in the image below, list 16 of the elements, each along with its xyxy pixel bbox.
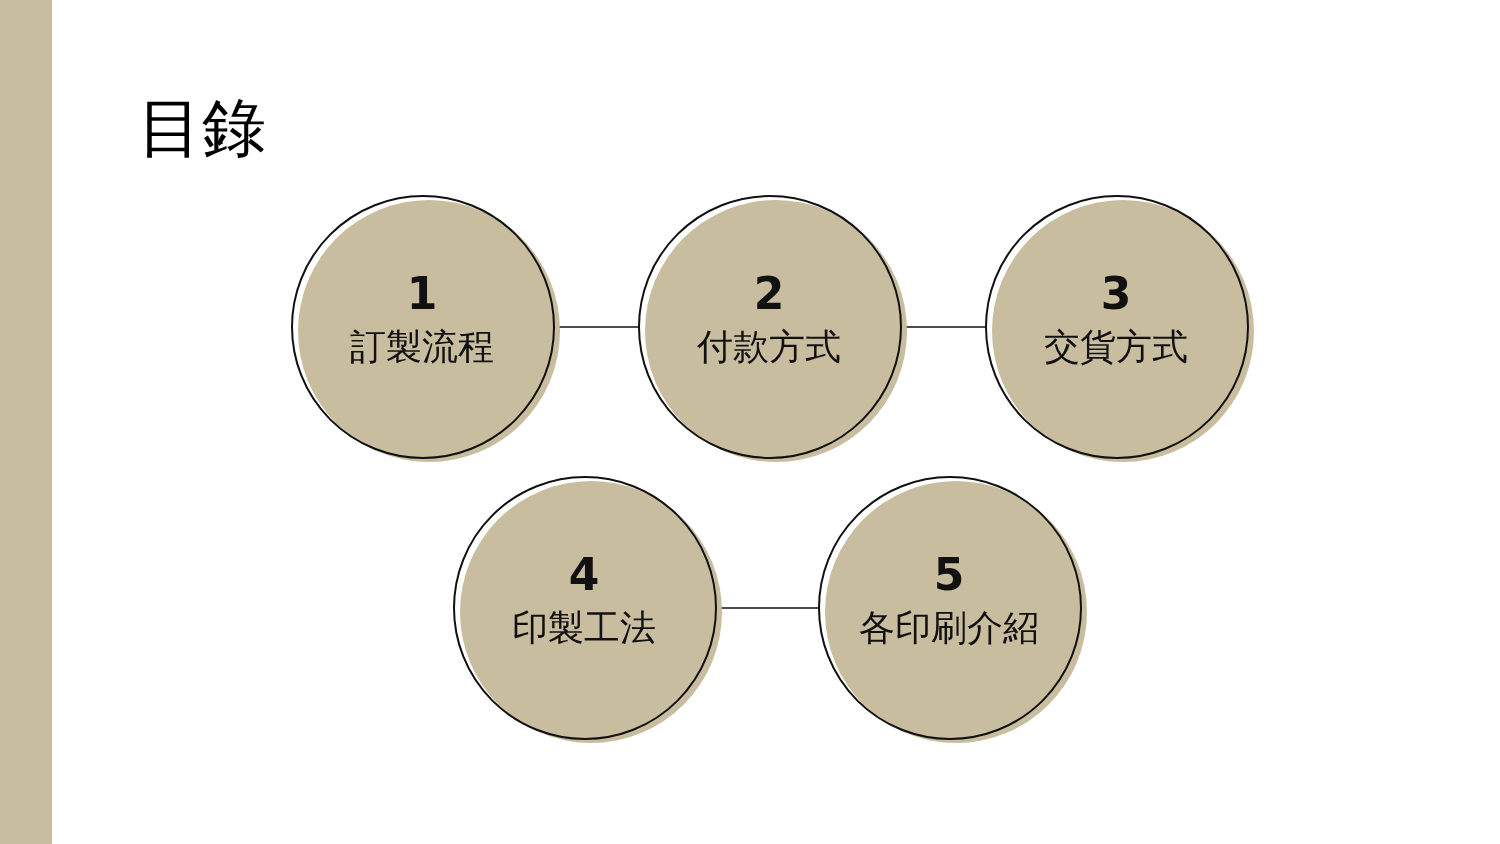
topic-circle: [291, 195, 561, 465]
page-title: 目錄: [138, 90, 266, 167]
topic-circle: [985, 195, 1255, 465]
topic-label: 付款方式: [696, 325, 842, 369]
topic-label: 各印刷介紹: [858, 606, 1040, 650]
topic-number: 4: [567, 549, 601, 601]
topic-number: 1: [405, 268, 439, 320]
topic-number: 2: [752, 268, 786, 320]
topic-label: 交貨方式: [1043, 325, 1189, 369]
topic-label: 訂製流程: [349, 325, 495, 369]
topic-circle: [453, 476, 723, 746]
topic-circle: [638, 195, 908, 465]
topic-circle: [818, 476, 1088, 746]
topic-label: 印製工法: [511, 606, 657, 650]
topic-number: 5: [932, 549, 966, 601]
topic-number: 3: [1099, 268, 1133, 320]
